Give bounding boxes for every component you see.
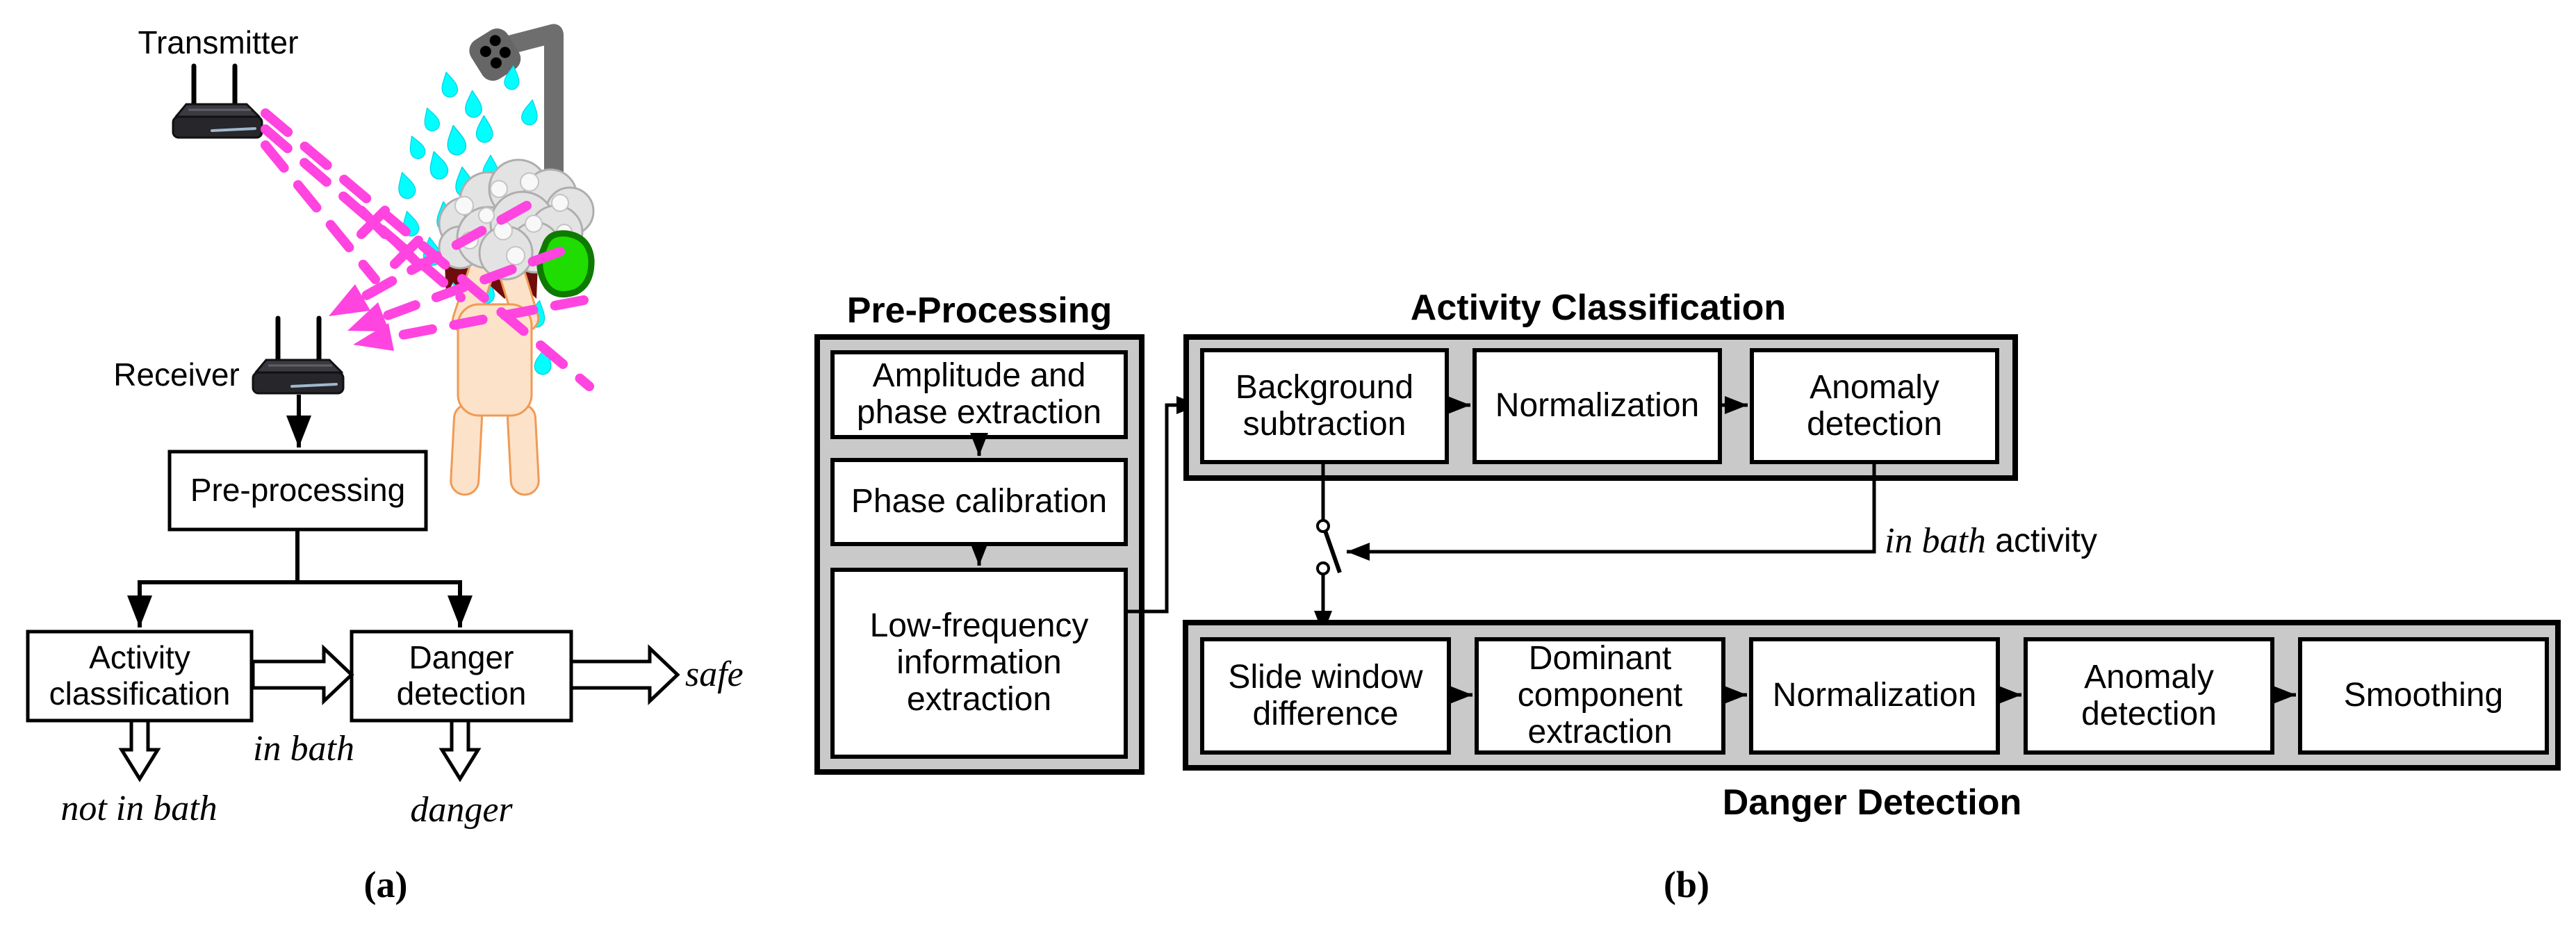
in-bath-activity-italic: in bath — [1885, 520, 1986, 561]
hollow-arrow-not-in-bath — [118, 718, 161, 782]
low-frequency-label: Low-frequency information extraction — [869, 607, 1089, 718]
slide-window-label: Slide window difference — [1228, 658, 1423, 732]
transmitter-icon — [172, 63, 263, 139]
smoothing-label: Smoothing — [2343, 677, 2504, 714]
danger-group-title: Danger Detection — [1722, 782, 2022, 823]
normalization2-label: Normalization — [1772, 677, 1977, 714]
panel-b-diagram — [814, 334, 2561, 775]
normalization-label: Normalization — [1495, 387, 1700, 425]
hollow-arrow-danger — [438, 718, 482, 782]
hollow-arrow-safe — [569, 644, 680, 705]
in-bath-label: in bath — [253, 728, 354, 769]
anomaly-detection-box — [1750, 348, 1999, 464]
dominant-component-label: Dominant component extraction — [1517, 640, 1683, 750]
caption-a: (a) — [363, 863, 408, 905]
not-in-bath-label: not in bath — [60, 788, 218, 828]
in-bath-activity-rest: activity — [1985, 522, 2097, 559]
danger-label: danger — [410, 789, 513, 830]
receiver-label: Receiver — [113, 356, 240, 393]
shower-head-icon — [469, 28, 521, 81]
in-bath-feedback-line — [1347, 462, 1876, 561]
anomaly-detection2-box — [2024, 637, 2274, 755]
preprocessing-output-line — [1126, 396, 1199, 614]
panel-a-illustration — [26, 24, 680, 782]
receiver-icon — [252, 315, 345, 395]
phase-calibration-label: Phase calibration — [851, 483, 1108, 520]
activity-group-title: Activity Classification — [1410, 287, 1787, 328]
low-frequency-box — [830, 568, 1128, 759]
amplitude-phase-label: Amplitude and phase extraction — [856, 357, 1102, 431]
blocked-path-x-icon — [356, 206, 423, 269]
normalization2-box — [1749, 637, 2000, 755]
sponge-icon — [536, 230, 595, 298]
preprocessing-box-label: Pre-processing — [190, 472, 406, 509]
anomaly-detection-label: Anomaly detection — [1807, 368, 1942, 443]
activity-classification-box-label: Activity classification — [49, 639, 231, 712]
slide-window-box — [1200, 637, 1451, 755]
switch-icon — [1314, 462, 1342, 634]
dominant-component-box — [1475, 637, 1725, 755]
preprocessing-box — [167, 450, 428, 532]
caption-b: (b) — [1664, 863, 1709, 905]
danger-detection-box — [350, 630, 573, 723]
safe-label: safe — [685, 654, 744, 694]
danger-detection-box-label: Danger detection — [396, 639, 527, 712]
smoothing-box — [2298, 637, 2549, 755]
activity-classification-box — [26, 630, 254, 723]
in-bath-activity-label: in bath activity — [1885, 520, 2097, 561]
wifi-beam-arrowheads — [329, 284, 394, 351]
hollow-arrow-activity-to-danger — [251, 644, 354, 705]
anomaly-detection2-label: Anomaly detection — [2081, 658, 2217, 732]
phase-calibration-box — [830, 458, 1128, 546]
panel-a-flowchart — [26, 395, 680, 782]
transmitter-label: Transmitter — [138, 24, 299, 61]
background-subtraction-label: Background subtraction — [1235, 368, 1414, 443]
preprocessing-group-title: Pre-Processing — [846, 290, 1113, 331]
foam-bubbles — [454, 172, 573, 265]
